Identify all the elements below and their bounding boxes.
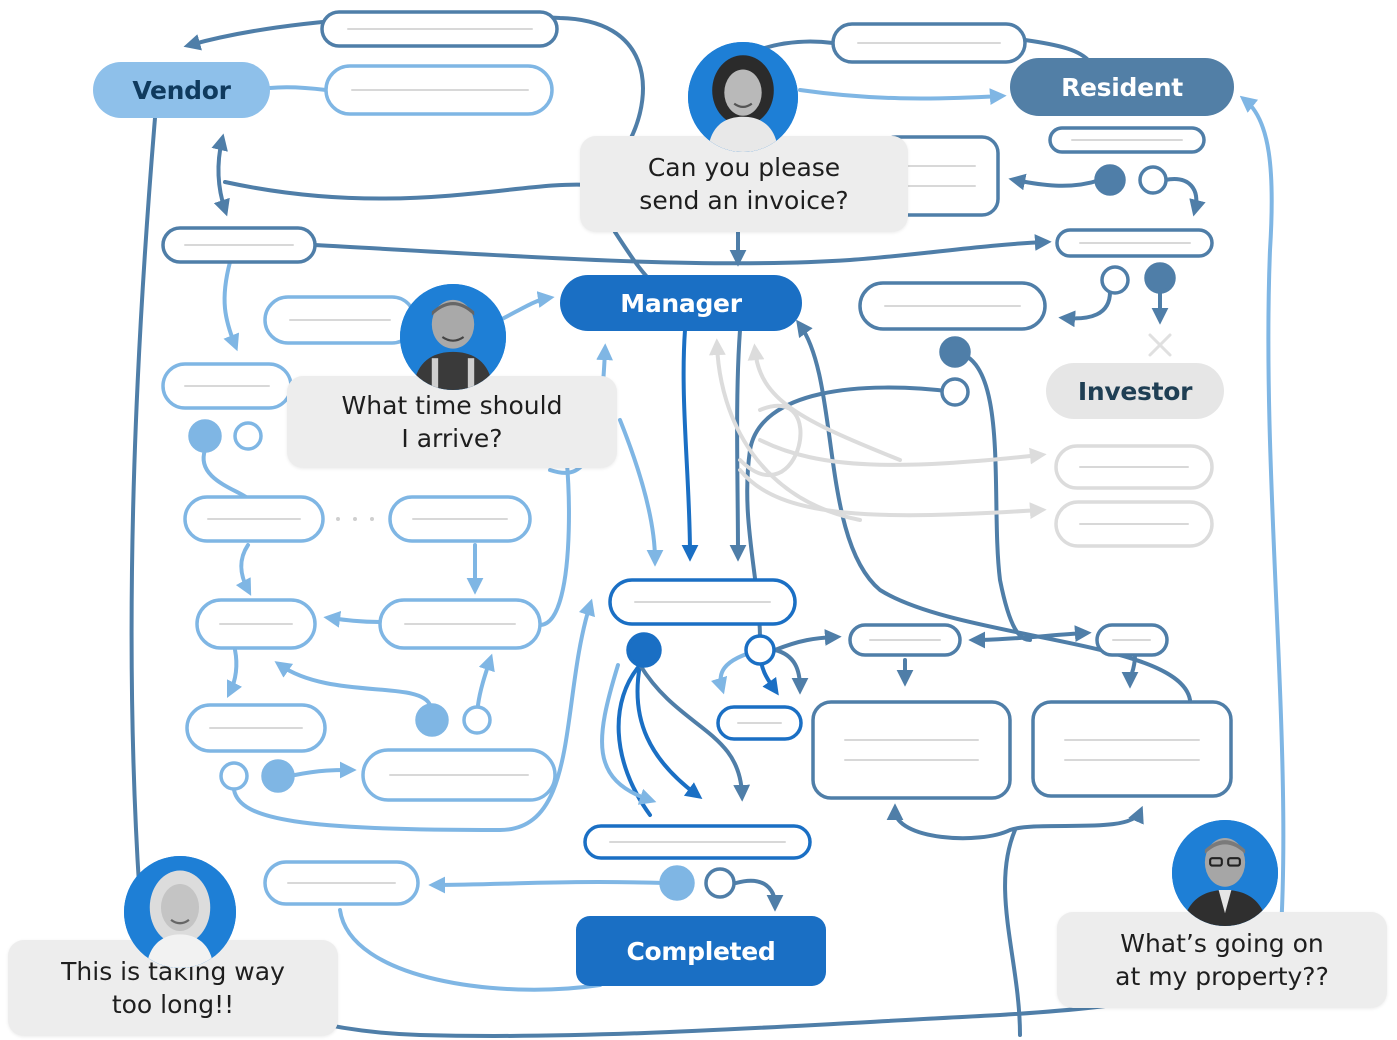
close-x-icon: [1148, 333, 1172, 357]
filled-dot: [626, 632, 662, 668]
connector-line: [476, 653, 495, 707]
too-long-bubble: This is taking way too long!!: [8, 940, 338, 1036]
connector-line: [798, 88, 1007, 105]
connector-line: [968, 625, 1092, 649]
connector-line: [738, 403, 803, 478]
connector-line: [235, 543, 252, 596]
bubble-line: What time should: [341, 391, 563, 420]
open-dot: [704, 867, 736, 899]
connector-line: [773, 629, 842, 652]
connector-line: [274, 661, 432, 707]
open-dot: [219, 761, 249, 791]
person-icon: [400, 284, 506, 390]
placeholder-box: [811, 700, 1012, 800]
connector-line: [681, 328, 699, 562]
bubble-line: send an invoice?: [639, 186, 849, 215]
bubble-line: at my property??: [1115, 962, 1329, 991]
connector-line: [268, 85, 328, 92]
avatar-businessman: [1172, 820, 1278, 926]
placeholder-box: [1031, 700, 1233, 798]
connector-line: [729, 328, 747, 562]
filled-dot: [188, 419, 222, 453]
connector-line: [223, 180, 592, 201]
connector-line: [201, 448, 252, 502]
connector-line: [886, 803, 1144, 841]
filled-dot: [939, 336, 971, 368]
connector-line: [226, 648, 243, 699]
person-icon: [688, 42, 798, 152]
connector-line: [638, 663, 751, 802]
connector-line: [338, 908, 602, 992]
decision-dots: [188, 164, 1176, 901]
bubble-line: I arrive?: [401, 424, 503, 453]
open-dot: [940, 377, 970, 407]
bubble-line: too long!!: [111, 990, 235, 1019]
property-bubble: What’s going on at my property??: [1057, 912, 1387, 1008]
filled-dot: [659, 865, 695, 901]
open-dot: [1138, 165, 1168, 195]
connector-line: [498, 291, 555, 322]
bubble-line: Can you please: [647, 153, 841, 182]
connector-line: [323, 611, 382, 628]
completed-pill[interactable]: Completed: [576, 916, 826, 986]
person-icon: [124, 856, 236, 968]
connector-line: [600, 663, 657, 805]
filled-dot: [261, 759, 295, 793]
connector-line: [618, 418, 664, 567]
connector-line: [313, 234, 1052, 266]
connector-line: [613, 230, 652, 282]
person-icon: [1172, 820, 1278, 926]
avatar-woman-smiling: [688, 42, 798, 152]
invoice-bubble: Can you please send an invoice?: [580, 136, 908, 232]
avatar-worker-man: [400, 284, 506, 390]
connector-line: [758, 438, 1047, 467]
open-dot: [744, 634, 776, 666]
resident-pill[interactable]: Resident: [1010, 58, 1234, 116]
connector-line: [222, 260, 240, 352]
connector-line: [745, 385, 957, 642]
connector-line: [1008, 173, 1102, 191]
connector-line: [293, 761, 357, 779]
filled-dot: [1144, 262, 1176, 294]
connector-line: [1239, 95, 1286, 1002]
connector-line: [1163, 177, 1206, 217]
placeholder-lines: [184, 28, 1200, 884]
connector-line: [773, 648, 809, 695]
connector-line: [428, 876, 667, 894]
connector-line: [738, 468, 1047, 520]
open-dot: [1100, 265, 1130, 295]
bubble-line: What’s going on: [1120, 929, 1324, 958]
avatar-blonde-woman: [124, 856, 236, 968]
open-dot: [462, 705, 492, 735]
connector-line: [211, 133, 230, 217]
ellipsis-dots: [336, 517, 374, 521]
investor-pill[interactable]: Investor: [1046, 363, 1224, 419]
connector-line: [635, 663, 703, 800]
connector-line: [1058, 290, 1112, 328]
connector-line: [1121, 653, 1139, 689]
connector-line: [1003, 828, 1022, 1037]
connector-line: [734, 878, 784, 912]
manager-pill[interactable]: Manager: [560, 275, 802, 331]
arrive-bubble: What time should I arrive?: [287, 376, 617, 468]
filled-dot: [415, 703, 449, 737]
vendor-pill[interactable]: Vendor: [93, 62, 270, 118]
placeholder-boxes: [161, 10, 1233, 906]
filled-dot: [1094, 164, 1126, 196]
open-dot: [233, 421, 263, 451]
connector-line: [232, 598, 595, 833]
